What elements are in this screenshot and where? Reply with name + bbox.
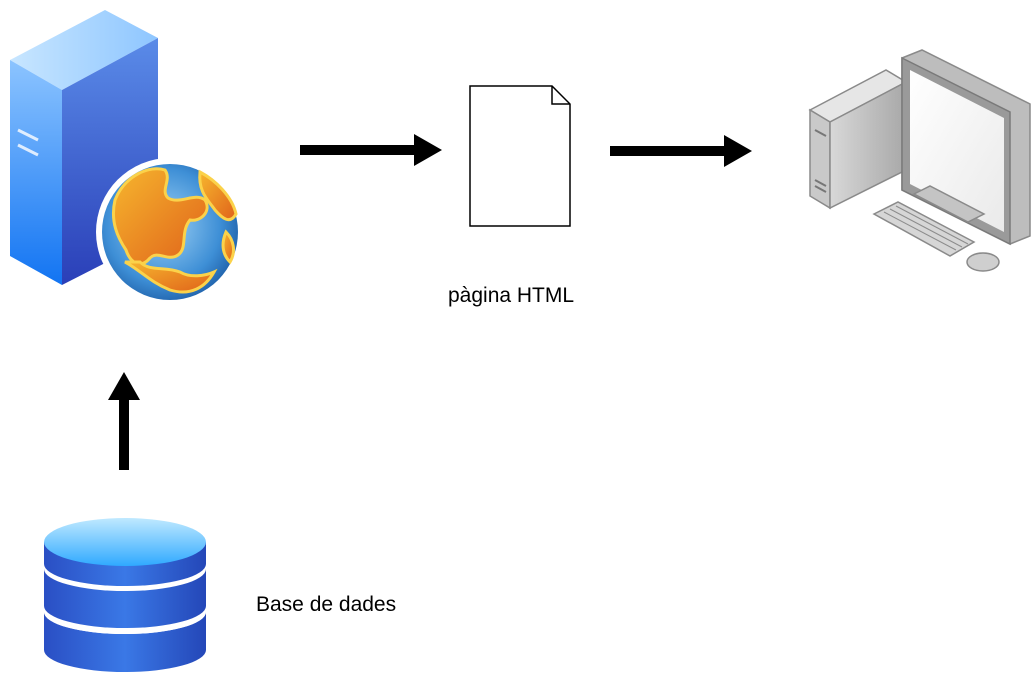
web-server-icon (0, 0, 250, 310)
document-icon (468, 84, 572, 228)
database-icon (40, 514, 210, 678)
arrow-document-to-computer (610, 131, 755, 171)
arrow-database-to-server (104, 370, 144, 472)
arrow-server-to-document (300, 130, 445, 170)
desktop-computer-icon (806, 48, 1036, 280)
globe-icon (96, 158, 244, 306)
document-label: pàgina HTML (448, 284, 575, 307)
database-label: Base de dades (256, 593, 397, 616)
